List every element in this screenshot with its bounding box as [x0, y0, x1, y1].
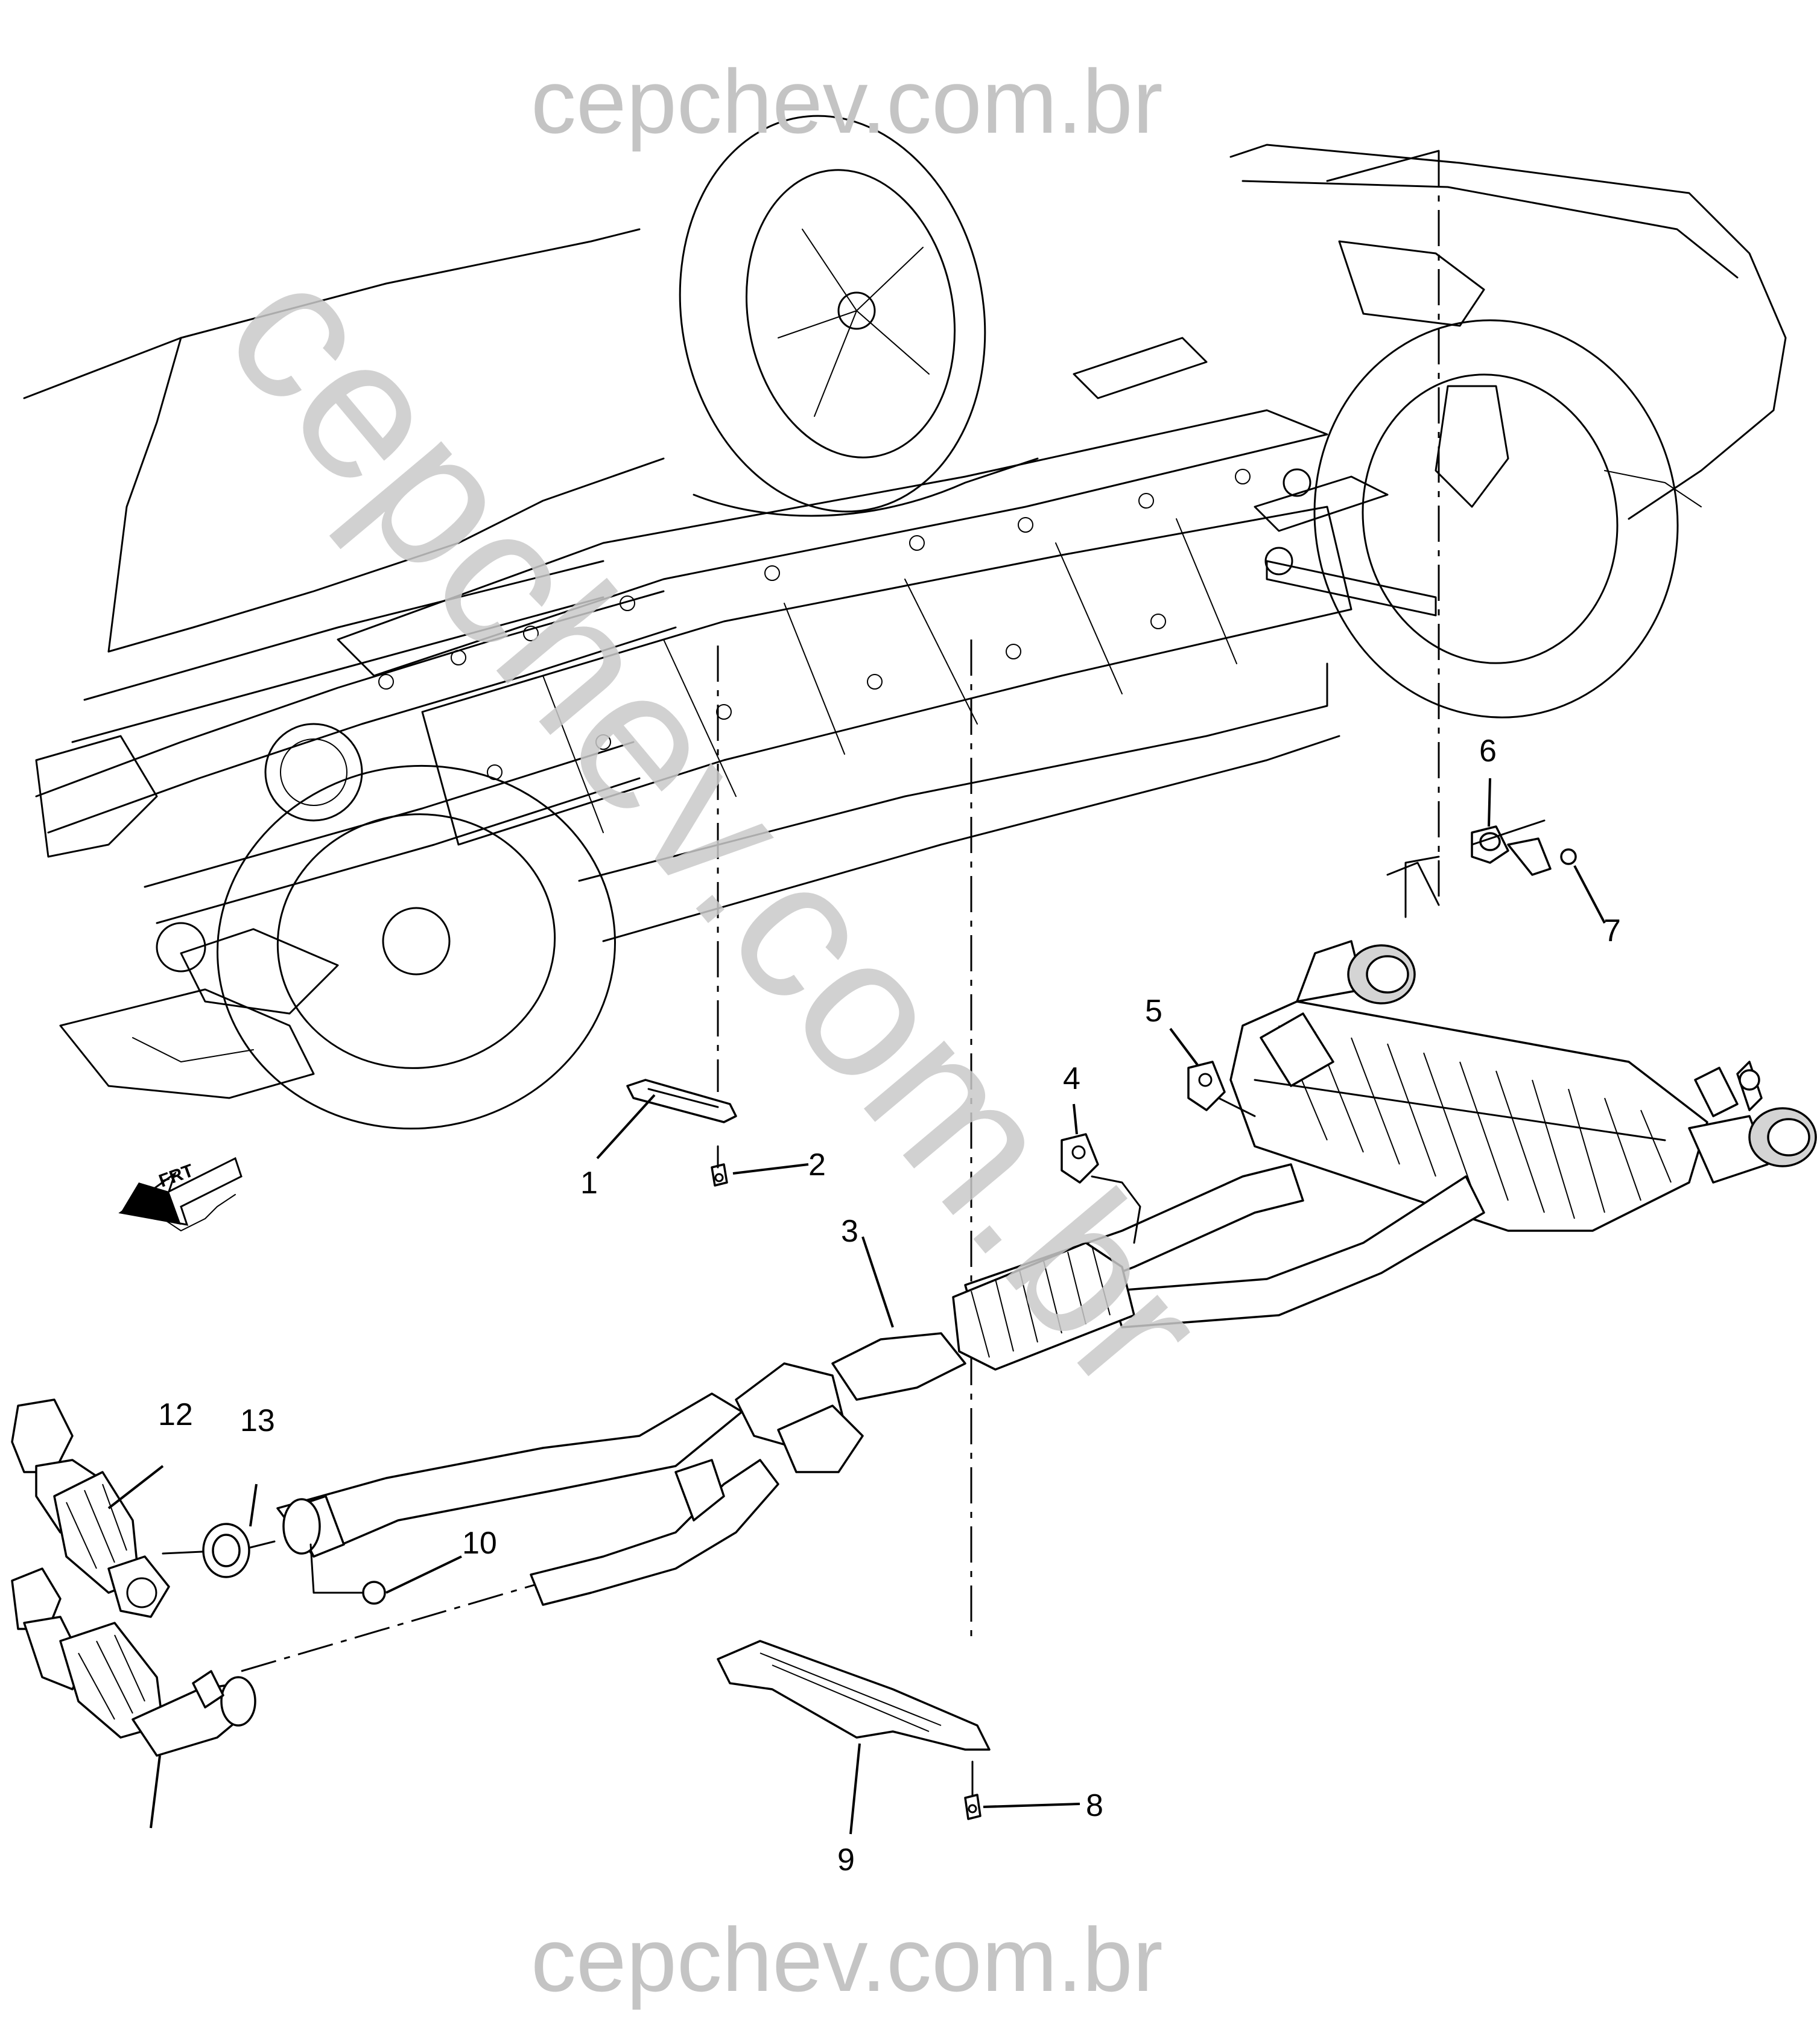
bracket-7: [1507, 837, 1552, 876]
callout-8: 8: [1086, 1788, 1103, 1823]
heat-shield-9: [717, 1640, 991, 1751]
callout-12: 12: [158, 1397, 193, 1432]
exhaust-assembly: [11, 819, 1817, 1820]
nut-10: [362, 1581, 386, 1605]
callout-1: 1: [580, 1166, 598, 1201]
bolt-8: [964, 1794, 981, 1820]
callout-3: 3: [841, 1214, 858, 1249]
callout-6: 6: [1479, 734, 1497, 769]
vehicle-underbody: [23, 115, 1787, 1130]
intermediate-pipe-lower: [1109, 1175, 1485, 1328]
watermark-diagonal: cepchev.com.br: [184, 222, 1249, 1431]
leader-lines: [107, 778, 1606, 1835]
callout-2: 2: [808, 1147, 826, 1182]
front-pipe-left: [276, 1392, 743, 1558]
watermark-bottom: cepchev.com.br: [531, 1909, 1163, 2010]
alignment-lines: [241, 150, 1440, 1672]
heat-shield-1: [626, 1079, 737, 1123]
watermark-top: cepchev.com.br: [531, 51, 1163, 152]
exhaust-manifold-right: [11, 1567, 62, 1630]
callout-5: 5: [1145, 994, 1162, 1029]
nut-7: [1560, 848, 1577, 865]
muffler: [1229, 1000, 1708, 1232]
resonator: [952, 1242, 1135, 1371]
front-direction-marker: FRT: [118, 1157, 243, 1231]
callout-7: 7: [1603, 913, 1621, 948]
watermarks: cepchev.com.br cepchev.com.br cepchev.co…: [184, 51, 1249, 2010]
callout-4: 4: [1063, 1061, 1080, 1096]
catalytic-converter-center-right: [777, 1404, 864, 1473]
callout-9: 9: [837, 1842, 855, 1877]
callouts: 1 2 3 4 5 6 7 8 9 10 12 13: [158, 734, 1621, 1877]
callout-13: 13: [240, 1403, 275, 1438]
callout-10: 10: [462, 1526, 497, 1561]
